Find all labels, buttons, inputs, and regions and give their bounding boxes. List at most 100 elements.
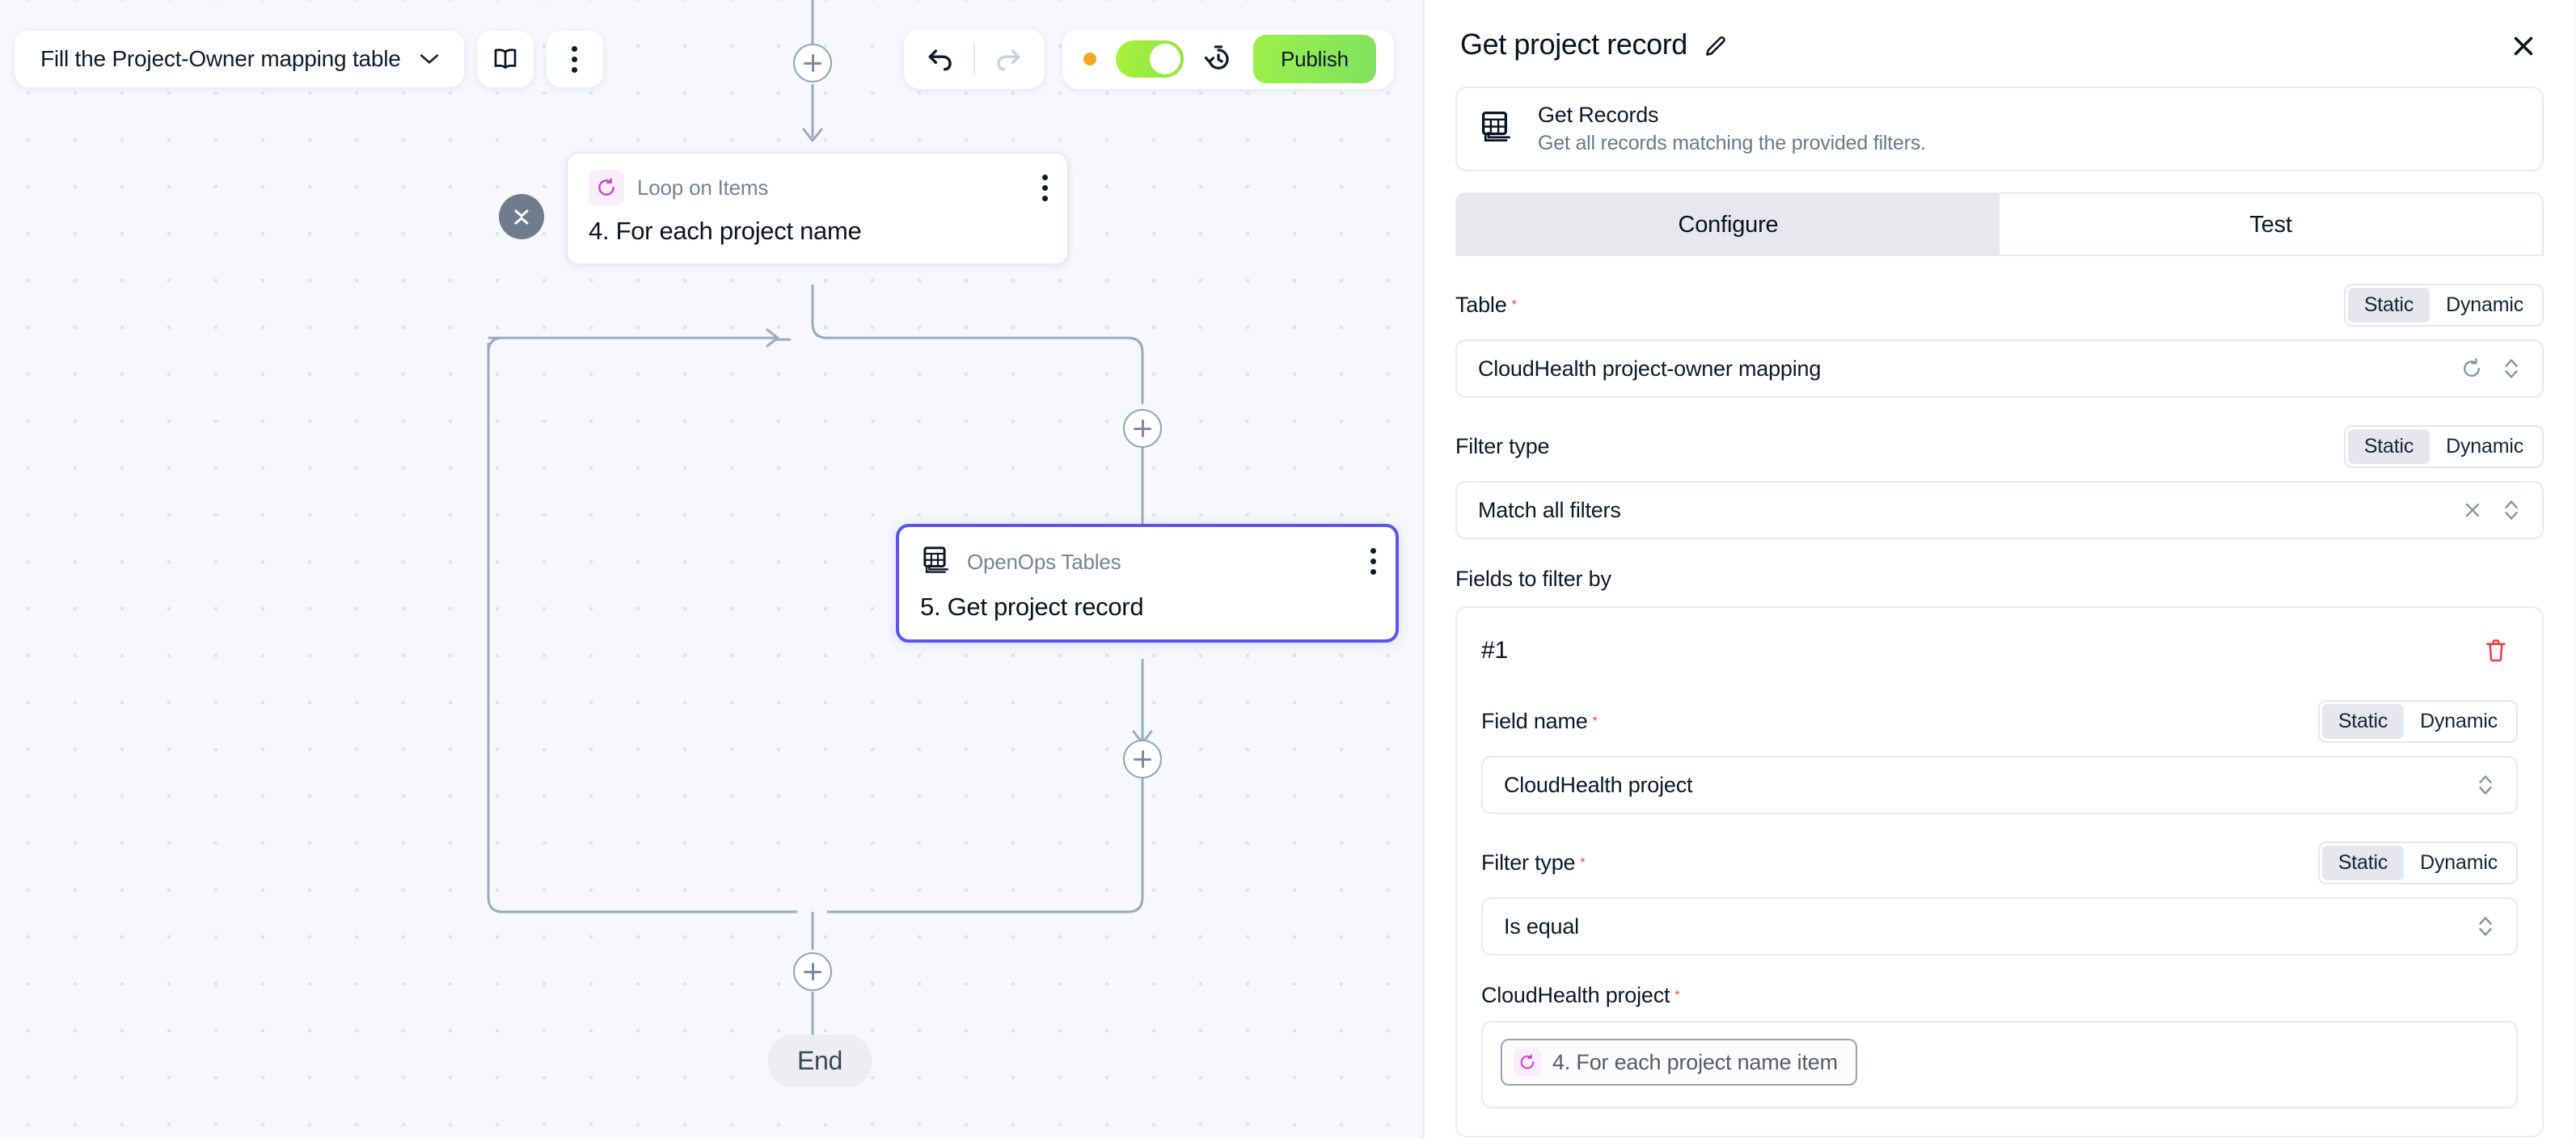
add-step-button-bottom[interactable] [793, 952, 832, 991]
book-icon [494, 49, 517, 69]
chevrons-up-down-icon [2476, 771, 2495, 799]
redo-arrow-icon [997, 49, 1020, 71]
flow-graph [487, 0, 1153, 1035]
flow-node-title: 5. Get project record [920, 593, 1144, 621]
flow-node-kind: OpenOps Tables [967, 550, 1121, 574]
workflow-status-group: Publish [1062, 29, 1394, 89]
add-step-button-top[interactable] [793, 44, 832, 82]
required-marker: * [1674, 988, 1680, 1002]
flow-node-menu-button[interactable] [1042, 175, 1048, 201]
value-field-label: CloudHealth project [1481, 983, 1670, 1007]
inner-filter-type-select[interactable]: Is equal [1481, 897, 2518, 955]
variable-chip[interactable]: 4. For each project name item [1501, 1039, 1857, 1086]
required-marker: * [1580, 855, 1586, 870]
field-name-static-option[interactable]: Static [2321, 704, 2405, 739]
pencil-icon [1706, 36, 1725, 56]
variable-chip-label: 4. For each project name item [1552, 1049, 1838, 1074]
clear-x-icon [2465, 503, 2480, 517]
filter-type-select-value: Match all filters [1478, 497, 1621, 522]
rename-step-button[interactable] [1702, 32, 1729, 64]
chevrons-up-down-icon [2502, 496, 2521, 524]
close-icon [2514, 36, 2533, 56]
status-dot [1083, 53, 1096, 65]
publish-button[interactable]: Publish [1253, 35, 1376, 83]
required-marker: * [1511, 297, 1517, 312]
filter-type-select[interactable]: Match all filters [1455, 481, 2544, 539]
canvas-top-right-toolbar: Publish [904, 29, 1394, 89]
refresh-button[interactable] [2460, 356, 2484, 381]
filter-type-field-row: Filter type Static Dynamic [1455, 425, 2544, 468]
field-name-label: Field name [1481, 709, 1588, 733]
collapse-loop-button[interactable] [499, 194, 544, 239]
toggle-knob [1150, 44, 1180, 74]
table-dynamic-option[interactable]: Dynamic [2446, 293, 2523, 316]
flow-node-get-project-record[interactable]: OpenOps Tables 5. Get project record [896, 524, 1399, 643]
chevrons-up-down-icon [2476, 913, 2495, 940]
filter-type-field-label: Filter type [1455, 434, 1550, 458]
field-name-select[interactable]: CloudHealth project [1481, 756, 2518, 814]
filter-type-dynamic-option[interactable]: Dynamic [2446, 435, 2523, 458]
inner-filter-type-static-dynamic-toggle: Static Dynamic [2317, 842, 2518, 884]
step-settings-panel: Get project record [1425, 0, 2574, 1139]
panel-header: Get project record [1425, 0, 2574, 65]
add-step-button-branch-top[interactable] [1123, 409, 1162, 448]
clear-selection-button[interactable] [2461, 499, 2484, 521]
table-static-dynamic-toggle: Static Dynamic [2343, 284, 2544, 327]
inner-filter-type-select-controls [2476, 913, 2495, 940]
inner-filter-type-dynamic-option[interactable]: Dynamic [2420, 851, 2498, 874]
add-step-button-branch-bottom[interactable] [1123, 740, 1162, 778]
loop-icon [1514, 1048, 1541, 1076]
toolbar-divider [973, 43, 975, 75]
action-info-subtitle: Get all records matching the provided fi… [1538, 132, 1926, 154]
close-panel-button[interactable] [2508, 31, 2539, 65]
filter-type-static-option[interactable]: Static [2347, 429, 2430, 464]
inner-filter-type-static-option[interactable]: Static [2321, 846, 2405, 880]
flow-end-node: End [768, 1035, 872, 1087]
flow-node-loop[interactable]: Loop on Items 4. For each project name [566, 152, 1069, 265]
table-select[interactable]: CloudHealth project-owner mapping [1455, 340, 2544, 398]
trash-icon [2486, 639, 2506, 662]
inner-filter-type-select-value: Is equal [1504, 913, 1579, 939]
refresh-icon [2464, 358, 2480, 377]
field-name-static-dynamic-toggle: Static Dynamic [2317, 700, 2518, 743]
undo-button[interactable] [925, 45, 956, 73]
run-history-button[interactable] [1203, 44, 1234, 74]
canvas-top-left-toolbar: Fill the Project-Owner mapping table [15, 31, 603, 87]
flow-node-menu-button[interactable] [1370, 548, 1376, 575]
table-field-label: Table [1455, 293, 1507, 317]
docs-button[interactable] [476, 31, 534, 87]
undo-redo-group [904, 29, 1045, 89]
filter-entry-card: #1 Field name * Static D [1455, 606, 2544, 1137]
field-name-dynamic-option[interactable]: Dynamic [2420, 710, 2498, 732]
tab-test[interactable]: Test [2000, 192, 2544, 256]
delete-filter-button[interactable] [2474, 629, 2518, 673]
filter-entry-number: #1 [1481, 637, 1508, 664]
table-field-row: Table * Static Dynamic [1455, 284, 2544, 327]
workflow-canvas[interactable]: Loop on Items 4. For each project name [0, 0, 1425, 1139]
workflow-name-selector[interactable]: Fill the Project-Owner mapping table [15, 31, 464, 87]
field-name-row: Field name * Static Dynamic [1481, 700, 2518, 743]
loop-icon [589, 170, 624, 205]
workflow-name-label: Fill the Project-Owner mapping table [40, 46, 401, 71]
undo-arrow-icon [928, 49, 952, 71]
table-static-option[interactable]: Static [2347, 288, 2430, 323]
redo-button[interactable] [993, 45, 1024, 73]
tables-records-icon [920, 543, 954, 581]
kebab-menu-icon [572, 45, 578, 73]
flow-node-kind: Loop on Items [637, 175, 769, 200]
flow-node-header: OpenOps Tables [920, 543, 1375, 581]
workflow-enabled-toggle[interactable] [1116, 40, 1184, 78]
value-field-row: CloudHealth project * [1481, 983, 2518, 1008]
filter-type-select-controls [2461, 496, 2521, 524]
tab-configure[interactable]: Configure [1455, 192, 2000, 256]
flow-edges [487, 0, 1153, 1035]
fields-to-filter-by-label: Fields to filter by [1455, 567, 1611, 591]
workflow-more-menu-button[interactable] [546, 31, 603, 87]
flow-node-header: Loop on Items [589, 170, 1046, 205]
filter-type-static-dynamic-toggle: Static Dynamic [2343, 425, 2544, 468]
flow-node-title: 4. For each project name [589, 217, 862, 245]
tables-records-icon [1478, 108, 1517, 150]
panel-body: Table * Static Dynamic CloudHealth proje… [1425, 256, 2574, 1139]
value-field-input[interactable]: 4. For each project name item [1481, 1021, 2518, 1108]
chevron-down-icon [420, 54, 438, 64]
